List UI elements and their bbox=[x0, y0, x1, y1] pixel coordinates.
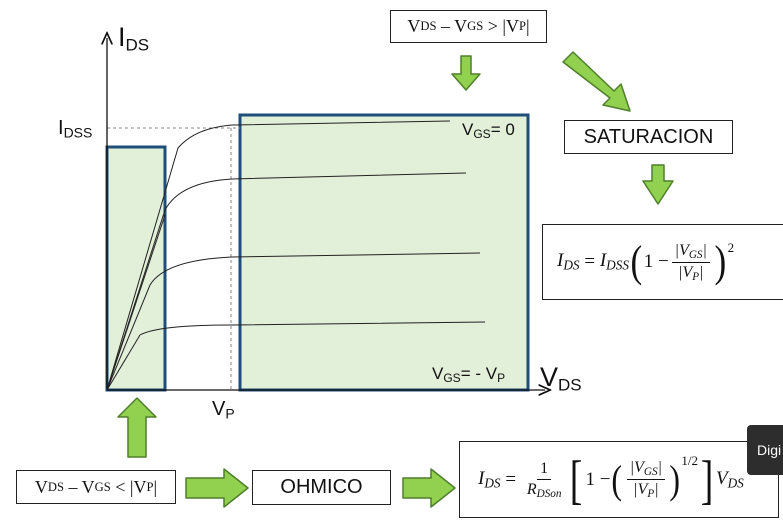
ohmico-box: OHMICO bbox=[252, 470, 391, 505]
x-axis-label: VDS bbox=[540, 362, 582, 395]
arrow-down-saturacion-to-formula bbox=[642, 164, 674, 205]
side-overlay-tab[interactable]: Digi bbox=[747, 425, 783, 475]
y-axis-label: IDS bbox=[118, 22, 150, 55]
saturation-formula: IDS = IDSS ( 1 − |VGS||VP| ) 2 bbox=[557, 237, 735, 286]
side-tab-text: Digi bbox=[757, 442, 782, 458]
curve-vgs-3 bbox=[106, 321, 486, 391]
characteristic-curves bbox=[106, 120, 486, 391]
arrow-up-to-ohmic-region bbox=[117, 397, 157, 458]
idss-label: IDSS bbox=[58, 117, 93, 141]
arrow-diagonal-to-saturacion bbox=[562, 51, 631, 112]
saturation-formula-box: IDS = IDSS ( 1 − |VGS||VP| ) 2 bbox=[542, 224, 783, 300]
saturacion-box: SATURACION bbox=[564, 120, 733, 154]
vgs-minus-vp-label: VGS= - VP bbox=[432, 364, 506, 385]
curve-vgs-1 bbox=[106, 172, 467, 391]
saturation-region-box bbox=[238, 113, 530, 392]
vp-axis-label: VP bbox=[212, 398, 235, 422]
vgs-zero-label: VGS= 0 bbox=[462, 120, 515, 141]
arrow-right-ohmico-to-formula bbox=[402, 468, 456, 508]
ohmic-region-box bbox=[105, 145, 167, 392]
diagonal-line bbox=[106, 214, 166, 391]
curve-vgs-2 bbox=[106, 252, 481, 391]
arrow-right-condition-to-ohmico bbox=[185, 468, 249, 508]
curve-vgs-0 bbox=[106, 120, 451, 391]
arrow-down-condition-to-graph bbox=[451, 55, 481, 91]
ohmico-label: OHMICO bbox=[280, 476, 363, 498]
saturacion-label: SATURACION bbox=[583, 125, 714, 148]
